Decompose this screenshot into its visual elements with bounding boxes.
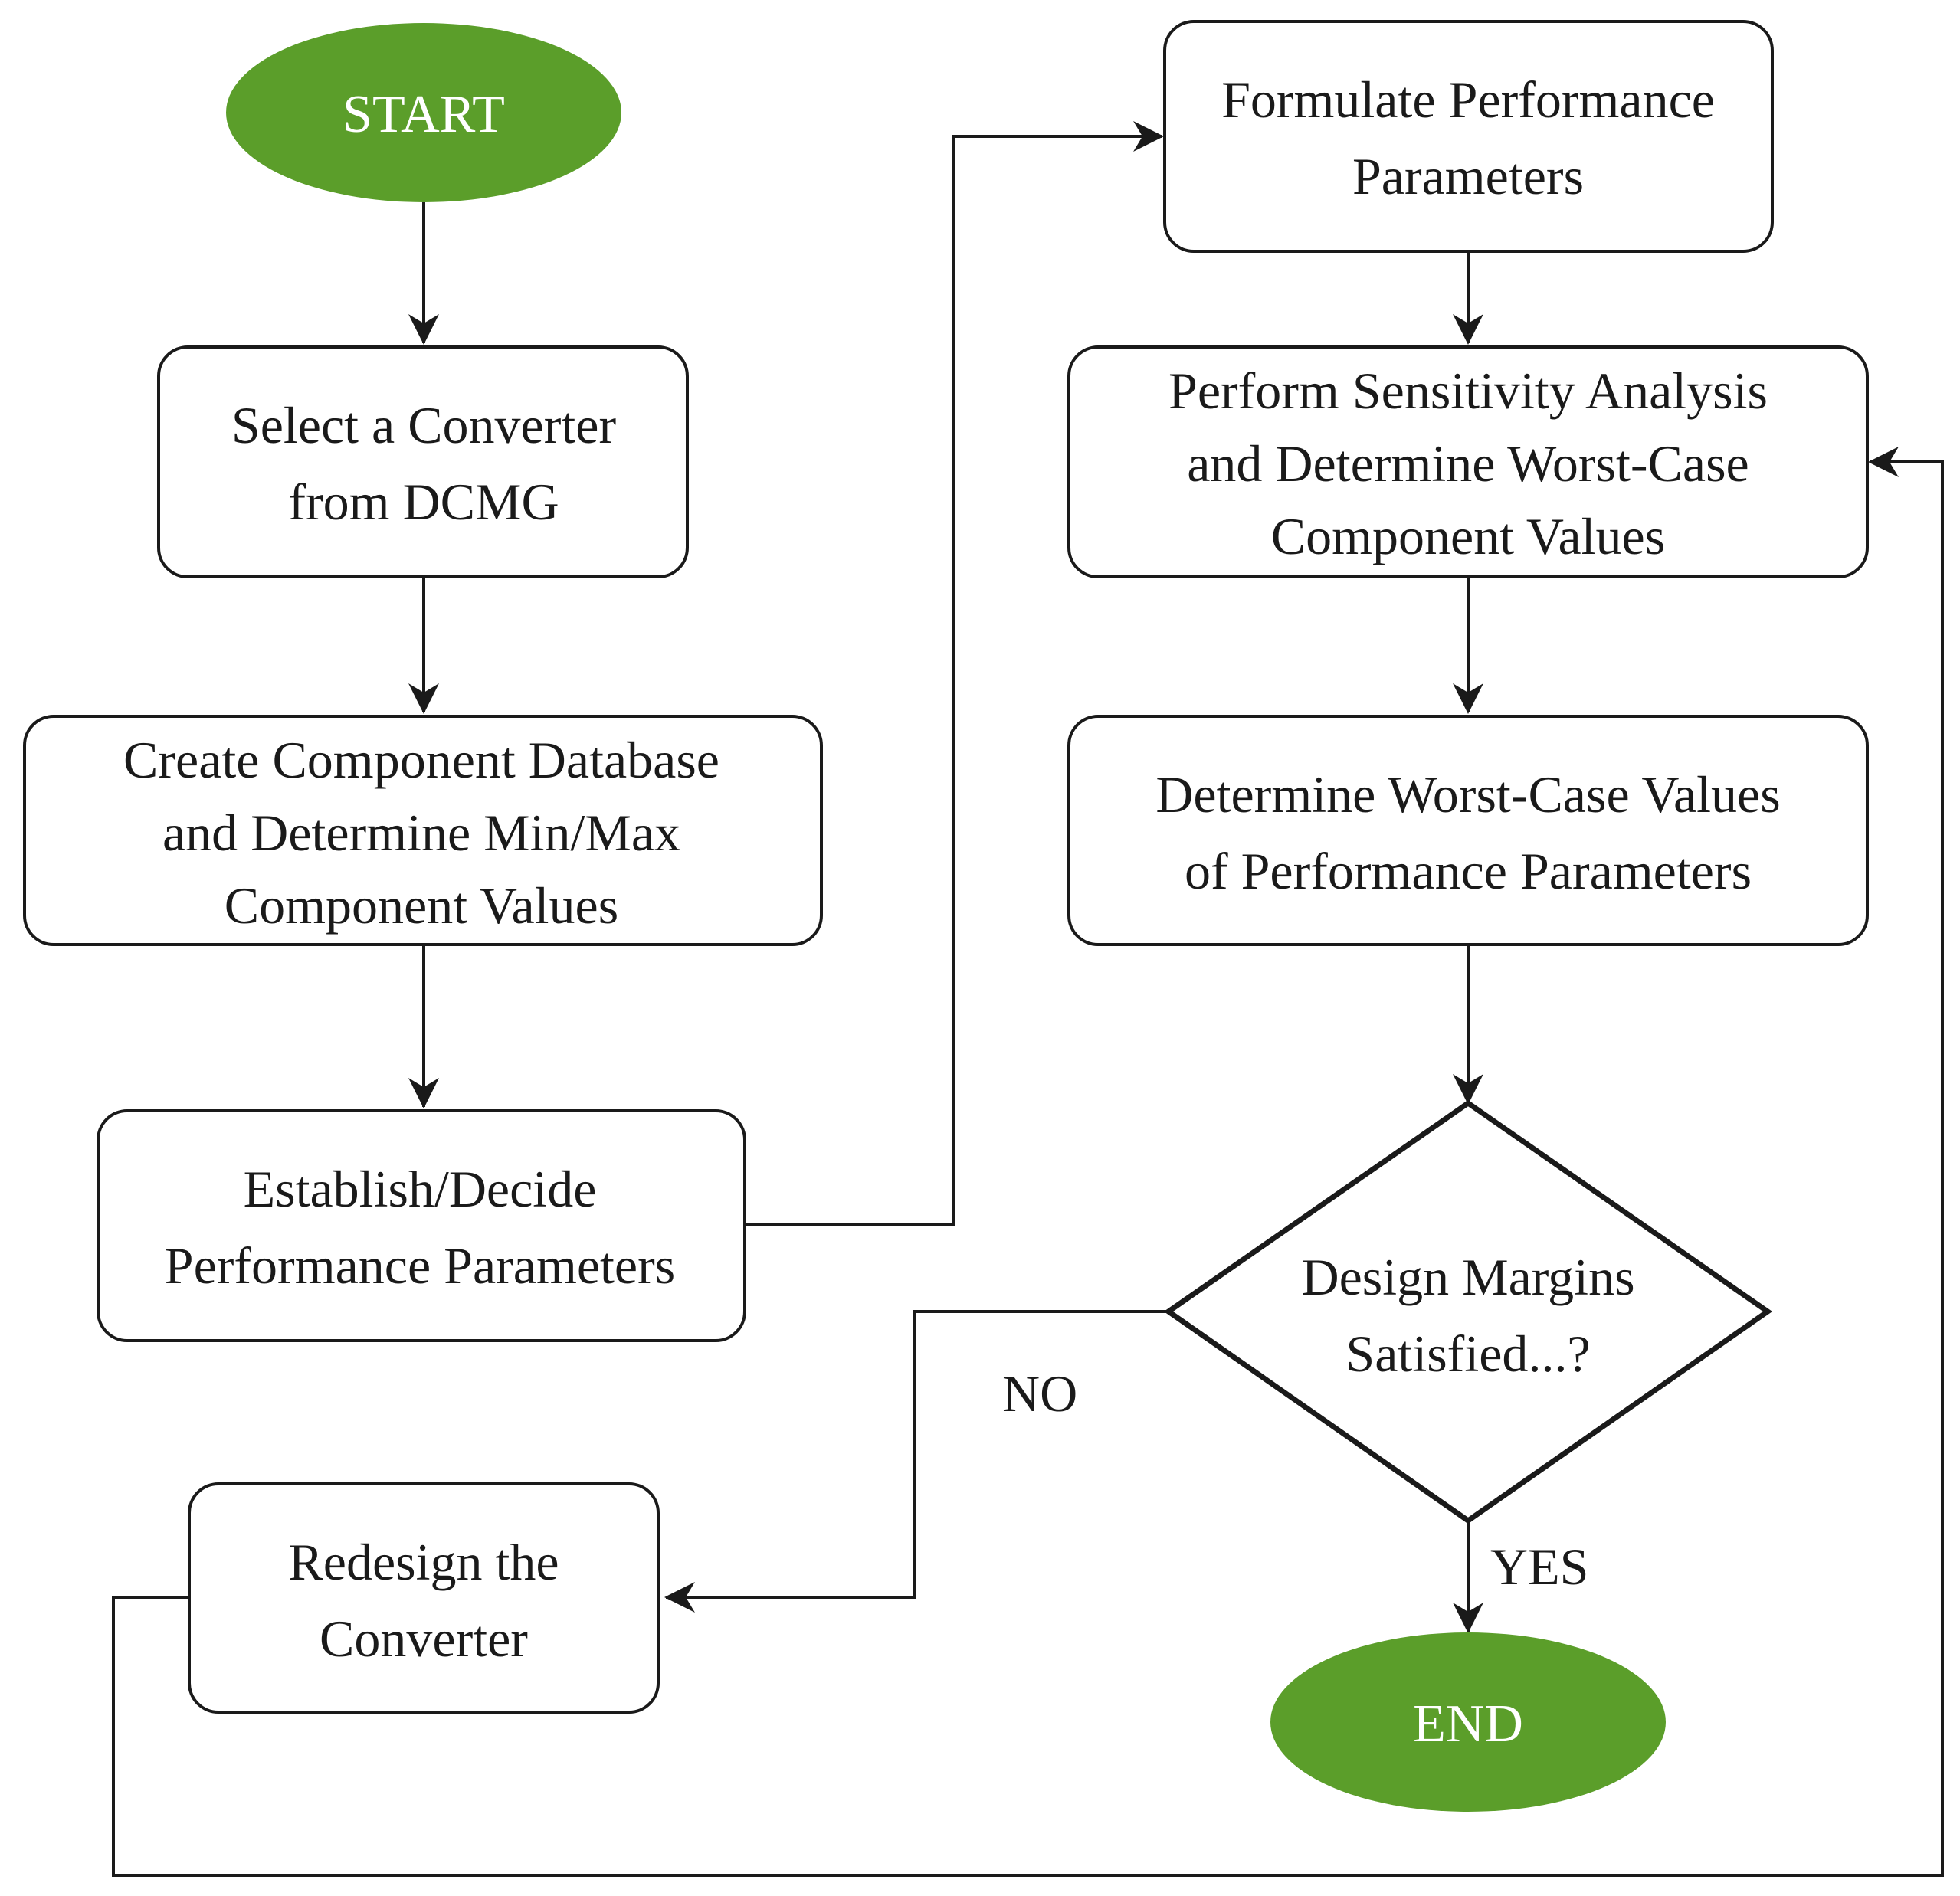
end-node: END xyxy=(1270,1632,1666,1812)
worst-case-values-node: Determine Worst-Case Values of Performan… xyxy=(1067,715,1869,946)
sensitivity-analysis-line-1: Perform Sensitivity Analysis xyxy=(1168,362,1768,420)
create-database-line-2: and Determine Min/Max xyxy=(162,804,680,862)
arrow-redesign-to-sensitivity xyxy=(112,447,1944,1877)
formulate-parameters-box xyxy=(1163,20,1774,253)
arrow-establish-to-formulate xyxy=(745,121,1164,1226)
design-margins-decision-node: Design Margins Satisfied...? xyxy=(1163,1099,1773,1524)
decision-diamond xyxy=(1163,1099,1773,1524)
sensitivity-analysis-box xyxy=(1067,345,1869,578)
create-database-node: Create Component Database and Determine … xyxy=(23,715,823,946)
redesign-converter-line-2: Converter xyxy=(320,1609,528,1668)
formulate-parameters-line-1: Formulate Performance xyxy=(1221,70,1715,129)
establish-parameters-line-1: Establish/Decide xyxy=(244,1160,597,1218)
create-database-line-3: Component Values xyxy=(225,876,618,935)
yes-branch-label: YES xyxy=(1490,1537,1588,1596)
formulate-parameters-line-2: Parameters xyxy=(1352,147,1584,205)
start-terminal-shape xyxy=(226,23,621,202)
establish-parameters-line-2: Performance Parameters xyxy=(165,1236,675,1295)
redesign-converter-node: Redesign the Converter xyxy=(188,1482,660,1714)
redesign-converter-line-1: Redesign the xyxy=(288,1533,559,1591)
worst-case-values-line-1: Determine Worst-Case Values xyxy=(1155,765,1780,824)
select-converter-line-2: from DCMG xyxy=(288,473,559,531)
decision-line-1: Design Margins xyxy=(1301,1248,1634,1306)
select-converter-box xyxy=(157,345,689,578)
select-converter-node: Select a Converter from DCMG xyxy=(157,345,689,578)
establish-parameters-node: Establish/Decide Performance Parameters xyxy=(97,1109,746,1342)
decision-line-2: Satisfied...? xyxy=(1345,1325,1590,1383)
sensitivity-analysis-line-2: and Determine Worst-Case xyxy=(1187,434,1749,493)
redesign-converter-box xyxy=(188,1482,660,1714)
connectors xyxy=(112,121,1944,1877)
sensitivity-analysis-node: Perform Sensitivity Analysis and Determi… xyxy=(1067,345,1869,578)
establish-parameters-box xyxy=(97,1109,746,1342)
start-node: START xyxy=(226,23,621,202)
formulate-parameters-node: Formulate Performance Parameters xyxy=(1163,20,1774,253)
create-database-box xyxy=(23,715,823,946)
worst-case-values-line-2: of Performance Parameters xyxy=(1185,842,1752,900)
create-database-line-1: Create Component Database xyxy=(123,731,719,789)
worst-case-values-box xyxy=(1067,715,1869,946)
select-converter-line-1: Select a Converter xyxy=(231,396,617,454)
sensitivity-analysis-line-3: Component Values xyxy=(1271,507,1665,565)
end-terminal-shape xyxy=(1270,1632,1666,1812)
arrow-decision-to-redesign xyxy=(664,1310,1168,1613)
end-label: END xyxy=(1413,1695,1523,1754)
start-label: START xyxy=(343,85,505,144)
no-branch-label: NO xyxy=(1002,1364,1077,1423)
